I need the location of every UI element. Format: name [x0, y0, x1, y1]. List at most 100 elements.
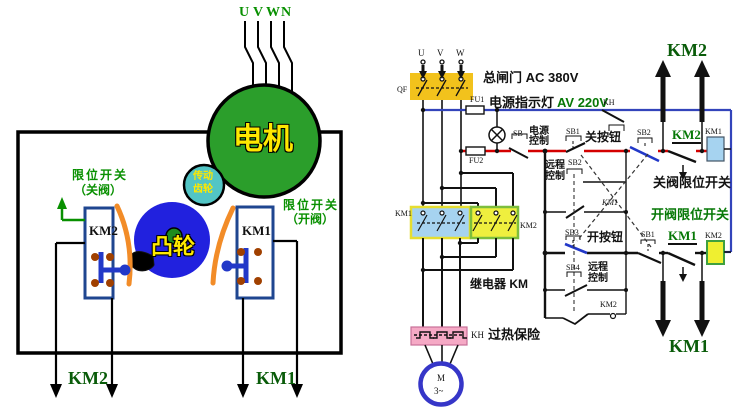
gear-label-2: 齿轮 — [193, 184, 213, 195]
motor-phase-label: 3~ — [434, 386, 444, 396]
sb-switch — [508, 133, 529, 159]
right-schematic — [409, 59, 733, 407]
km1-offpage-label: KM1 — [669, 336, 709, 356]
qf-label: QF — [397, 85, 408, 94]
phase-verticals — [422, 100, 462, 208]
contact-dots — [91, 248, 262, 287]
power-control-label-1: 电源 — [529, 126, 549, 137]
km1-coil-box — [706, 136, 725, 162]
kh-contact — [601, 109, 625, 131]
left-mechanism — [16, 21, 343, 398]
overheat-label: 过热保险 — [488, 327, 541, 342]
main-gate-label: 总闸门 AC 380V — [483, 70, 579, 85]
km2-aux-label: KM2 — [600, 300, 617, 309]
motor-m-label: M — [437, 373, 446, 383]
motor-circle — [206, 83, 322, 199]
sb1-nc-label: SB1 — [641, 230, 655, 239]
motor-label: 电机 — [233, 123, 293, 156]
limit-switch-close-sub: （关阀） — [74, 183, 123, 197]
km1-coil-label: KM1 — [705, 127, 722, 136]
close-arrow-head — [57, 197, 67, 209]
sb2-no-label: SB2 — [568, 158, 582, 167]
cam-label: 凸轮 — [151, 234, 196, 259]
r-phase-w: W — [456, 48, 465, 58]
housing-box — [16, 130, 343, 355]
remote2-label-2: 控制 — [588, 273, 608, 284]
open-limit-label: 开阀限位开关 — [651, 207, 730, 222]
gear-label-1: 传动 — [193, 171, 213, 182]
km1-wire-label: KM1 — [256, 368, 296, 388]
sb3-label: SB3 — [565, 228, 579, 237]
km2-aux-branch — [545, 312, 626, 326]
gear-circle — [182, 163, 226, 207]
kh-label: KH — [471, 330, 484, 340]
km1-limit-label: KM1 — [668, 228, 697, 245]
km2-limit-label: KM2 — [672, 127, 701, 144]
limit-switch-open-sub: （开阀） — [286, 212, 335, 226]
km1-limit-contact — [667, 251, 696, 276]
kh-top-label: KH — [603, 98, 615, 107]
supply-wires — [244, 21, 293, 92]
km2-box-label: KM2 — [89, 223, 118, 238]
close-limit-label: 关阀限位开关 — [653, 175, 732, 190]
km2-coil-box — [706, 240, 725, 265]
thermal-elements — [414, 331, 467, 339]
phase-label-v: V — [253, 5, 264, 20]
output-wires — [54, 239, 299, 386]
sb-label: SB — [513, 129, 523, 138]
sb2-nc-label: SB2 — [637, 128, 651, 137]
indicator-lamp — [488, 110, 506, 151]
km2-offpage-arrows — [660, 74, 705, 151]
km2-limit-contact — [667, 149, 697, 174]
km1-contactor-poles — [417, 210, 465, 232]
close-button-label: 关按钮 — [585, 130, 622, 144]
motor-leads — [424, 344, 459, 365]
km2-wire-label: KM2 — [68, 368, 108, 388]
cam-hub — [165, 227, 183, 245]
indicator-voltage: AV 220V — [557, 95, 609, 110]
phase-swap-feeders — [423, 172, 514, 208]
km2-roller — [119, 264, 131, 276]
km2-contactor-poles — [472, 210, 518, 232]
sb1-nc-contact — [637, 239, 662, 265]
km1-contactor-label: KM1 — [395, 209, 412, 218]
contactor-output-merge — [422, 238, 514, 327]
km1-roller — [221, 260, 233, 272]
fu2-label: FU2 — [469, 156, 484, 165]
fu1-label: FU1 — [470, 95, 485, 104]
km2-lever — [114, 203, 133, 287]
sb4-remote-branch — [545, 271, 626, 297]
remote1-label-1: 远程 — [545, 160, 565, 171]
km2-contactor-label: KM2 — [520, 221, 537, 230]
r-phase-v: V — [437, 48, 444, 58]
remote1-label-2: 控制 — [545, 171, 565, 182]
indicator-label: 电源指示灯 — [489, 95, 555, 110]
sb2-nc-button — [629, 137, 660, 163]
remote2-label-1: 远程 — [588, 262, 608, 273]
sb1-button — [565, 135, 586, 153]
km2-actuator — [98, 252, 121, 283]
phase-label-u: U — [239, 5, 250, 20]
fu2-fuse — [465, 146, 486, 156]
km2-offpage-label: KM2 — [667, 40, 707, 60]
sb4-label: SB4 — [566, 263, 580, 272]
km1-offpage-arrows — [660, 253, 705, 322]
km2-coil-label: KM2 — [705, 231, 722, 240]
interlock-label: KM1 — [602, 198, 618, 207]
qf-input-arrows — [421, 65, 463, 72]
open-button-label: 开按钮 — [587, 230, 624, 244]
fu1-fuse — [465, 105, 485, 115]
power-control-label-2: 控制 — [529, 136, 549, 147]
phase-label-w: W — [266, 5, 280, 20]
km1-box-label: KM1 — [242, 223, 271, 238]
junction-dots — [420, 107, 705, 292]
limit-switch-close-label: 限位开关 — [72, 168, 129, 182]
sb1-label: SB1 — [566, 127, 580, 136]
motor-symbol — [418, 361, 464, 407]
limit-switch-open-label: 限位开关 — [283, 198, 340, 212]
output-arrowheads — [50, 384, 303, 398]
relay-label: 继电器 KM — [470, 277, 528, 291]
interlock-x — [576, 153, 652, 248]
